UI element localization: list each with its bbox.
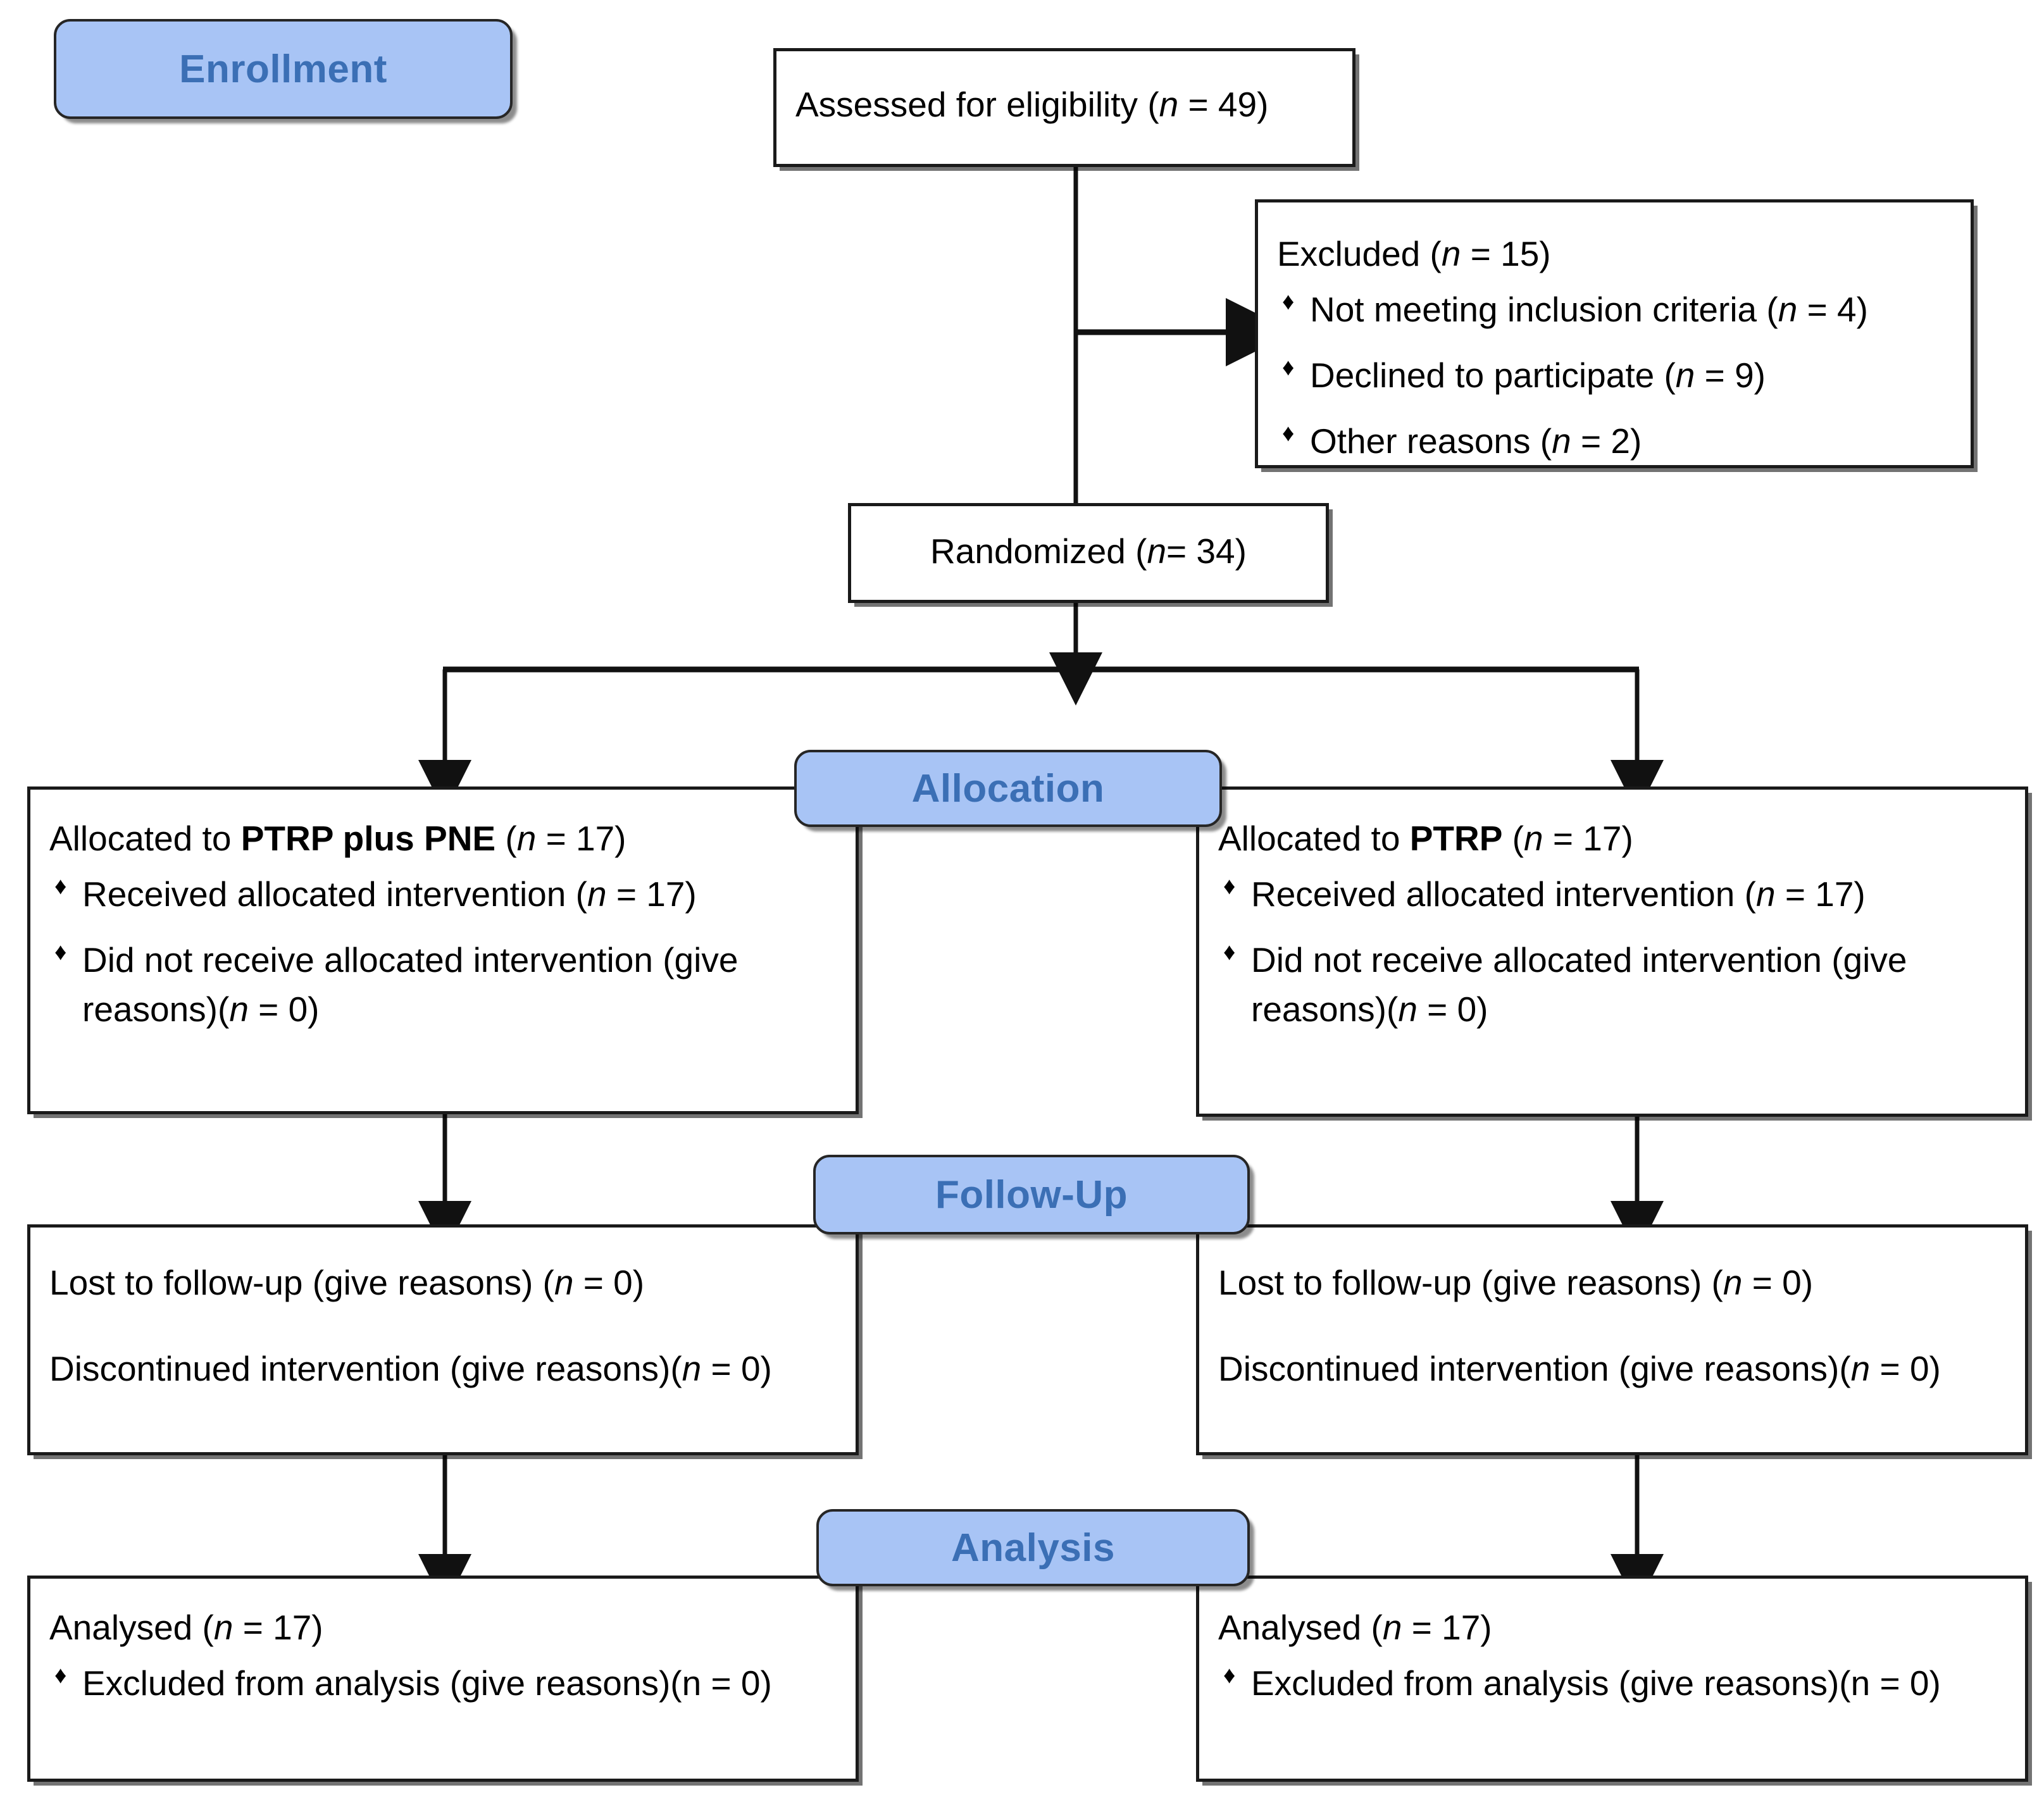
list-item: Other reasons (n = 2)	[1277, 415, 1952, 466]
excluded-reason-list: Not meeting inclusion criteria (n = 4) D…	[1277, 283, 1952, 466]
italic-n: n	[587, 874, 607, 914]
analysis-left-list: Excluded from analysis (give reasons)(n …	[49, 1657, 837, 1708]
banner-enrollment: Enrollment	[54, 19, 513, 119]
allocation-right-heading: Allocated to PTRP (n = 17)	[1218, 819, 1633, 858]
italic-n: n	[1524, 819, 1543, 858]
list-item: Excluded from analysis (give reasons)(n …	[49, 1657, 837, 1708]
box-analysis-right: Analysed (n = 17) Excluded from analysis…	[1196, 1576, 2028, 1782]
box-randomized: Randomized (n= 34)	[848, 503, 1329, 603]
banner-followup: Follow-Up	[813, 1155, 1250, 1234]
intervention-name: PTRP	[1409, 819, 1503, 858]
box-allocation-left: Allocated to PTRP plus PNE (n = 17) Rece…	[27, 786, 859, 1114]
list-item: Received allocated intervention (n = 17)	[49, 868, 837, 919]
list-item: Did not receive allocated intervention (…	[1218, 934, 2006, 1034]
italic-n: n	[1850, 1349, 1871, 1389]
randomized-text: Randomized (n= 34)	[930, 532, 1247, 571]
banner-followup-label: Follow-Up	[935, 1172, 1128, 1217]
box-excluded: Excluded (n = 15) Not meeting inclusion …	[1255, 199, 1974, 468]
italic-n: n	[229, 990, 249, 1029]
analysis-right-heading: Analysed (n = 17)	[1218, 1608, 1492, 1647]
followup-right-line2: Discontinued intervention (give reasons)…	[1218, 1349, 1941, 1389]
italic-n: n	[682, 1349, 702, 1389]
box-allocation-right: Allocated to PTRP (n = 17) Received allo…	[1196, 786, 2028, 1117]
allocation-left-list: Received allocated intervention (n = 17)…	[49, 868, 837, 1034]
intervention-name: PTRP plus PNE	[240, 819, 496, 858]
italic-n: n	[1552, 421, 1571, 461]
banner-analysis: Analysis	[816, 1509, 1250, 1586]
followup-right-line1: Lost to follow-up (give reasons) (n = 0)	[1218, 1263, 1814, 1302]
banner-enrollment-label: Enrollment	[179, 47, 387, 91]
box-assessed-for-eligibility: Assessed for eligibility (n = 49)	[773, 48, 1355, 167]
list-item: Declined to participate (n = 9)	[1277, 349, 1952, 400]
italic-n: n	[516, 819, 537, 858]
italic-n: n	[1675, 356, 1695, 395]
box-followup-right: Lost to follow-up (give reasons) (n = 0)…	[1196, 1224, 2028, 1455]
assessed-text: Assessed for eligibility (n = 49)	[795, 85, 1269, 124]
italic-n: n	[1147, 532, 1167, 571]
analysis-right-list: Excluded from analysis (give reasons)(n …	[1218, 1657, 2006, 1708]
italic-n: n	[1441, 234, 1461, 273]
italic-n: n	[1159, 85, 1179, 124]
list-item: Did not receive allocated intervention (…	[49, 934, 837, 1034]
box-followup-left: Lost to follow-up (give reasons) (n = 0)…	[27, 1224, 859, 1455]
italic-n: n	[1398, 990, 1418, 1029]
excluded-heading: Excluded (n = 15)	[1277, 234, 1551, 273]
italic-n: n	[1755, 874, 1776, 914]
italic-n: n	[1723, 1263, 1743, 1302]
followup-left-line1: Lost to follow-up (give reasons) (n = 0)	[49, 1263, 645, 1302]
list-item: Excluded from analysis (give reasons)(n …	[1218, 1657, 2006, 1708]
banner-analysis-label: Analysis	[950, 1526, 1116, 1570]
italic-n: n	[1778, 290, 1798, 330]
banner-allocation-label: Allocation	[911, 766, 1105, 811]
italic-n: n	[554, 1263, 574, 1302]
italic-n: n	[1382, 1608, 1402, 1647]
banner-allocation: Allocation	[794, 750, 1222, 827]
followup-left-line2: Discontinued intervention (give reasons)…	[49, 1349, 772, 1389]
allocation-right-list: Received allocated intervention (n = 17)…	[1218, 868, 2006, 1034]
italic-n: n	[213, 1608, 234, 1647]
list-item: Not meeting inclusion criteria (n = 4)	[1277, 283, 1952, 334]
analysis-left-heading: Analysed (n = 17)	[49, 1608, 323, 1647]
allocation-left-heading: Allocated to PTRP plus PNE (n = 17)	[49, 819, 626, 858]
list-item: Received allocated intervention (n = 17)	[1218, 868, 2006, 919]
box-analysis-left: Analysed (n = 17) Excluded from analysis…	[27, 1576, 859, 1782]
